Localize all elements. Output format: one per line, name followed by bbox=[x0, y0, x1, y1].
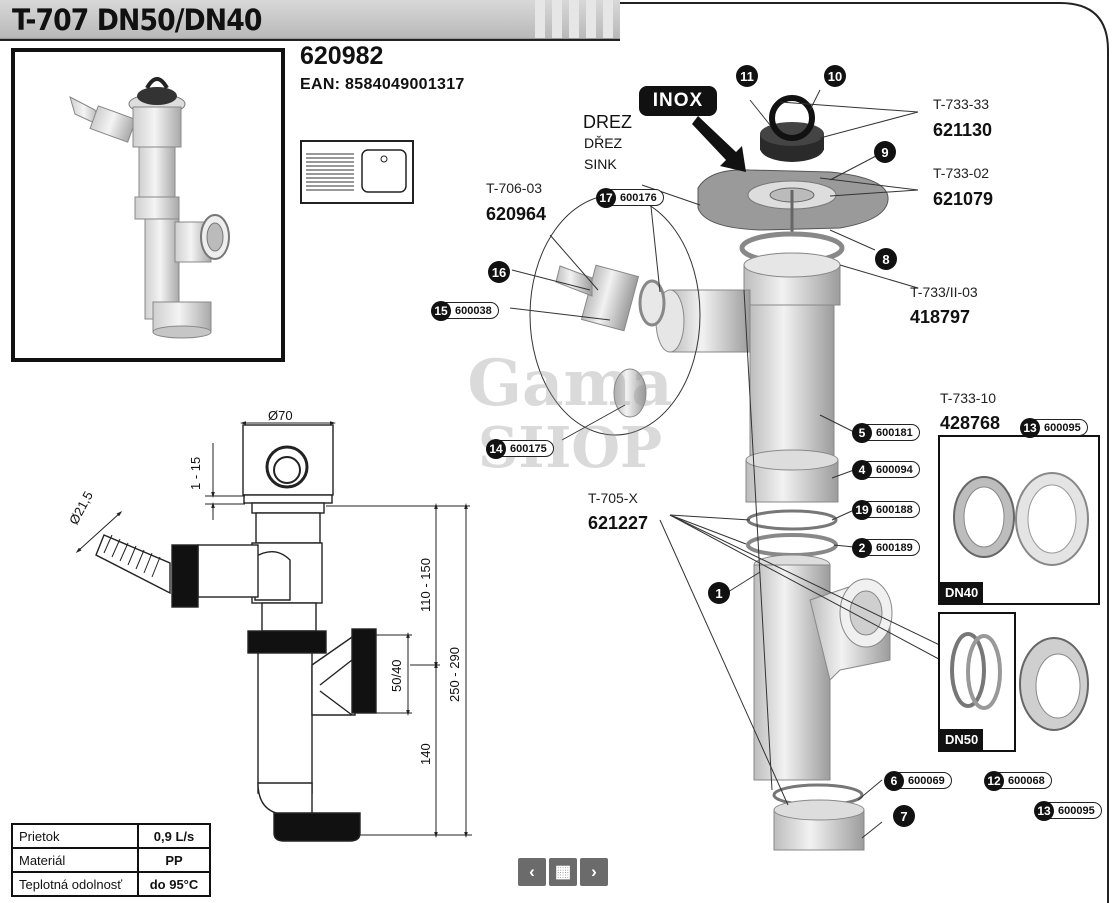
ref-620964: 620964 bbox=[486, 204, 547, 224]
product-photo bbox=[11, 48, 285, 362]
pill-number: 19 bbox=[852, 499, 872, 520]
pill-13-dn50: 13 600095 bbox=[1034, 800, 1102, 821]
dimension-drawing bbox=[75, 421, 472, 842]
spec-label: Teplotná odolnosť bbox=[11, 871, 139, 897]
sink-icon bbox=[300, 140, 414, 204]
inox-arrow-icon bbox=[692, 116, 746, 172]
pill-number: 5 bbox=[852, 422, 872, 443]
ref-t733-02: T-733-02 bbox=[933, 165, 990, 181]
dim-1-15: 1 - 15 bbox=[188, 456, 203, 490]
dn40-parts bbox=[953, 472, 1089, 566]
pill-code: 600188 bbox=[876, 503, 913, 516]
ref-418797: 418797 bbox=[910, 307, 971, 327]
ref-621227: 621227 bbox=[588, 513, 649, 533]
table-row: Teplotná odolnosť do 95°C bbox=[11, 871, 211, 897]
callout-9: 9 bbox=[874, 141, 896, 163]
header-stripe bbox=[603, 0, 613, 38]
pill-4: 4 600094 bbox=[852, 459, 920, 480]
pill-5: 5 600181 bbox=[852, 422, 920, 443]
pill-14: 14 600175 bbox=[486, 438, 554, 459]
ref-t733-ii03: T-733/II-03 bbox=[910, 284, 978, 300]
title-bar bbox=[0, 0, 620, 39]
ref-t706-03: T-706-03 bbox=[486, 180, 543, 196]
spec-label: Prietok bbox=[11, 823, 139, 849]
dn50-label: DN50 bbox=[940, 729, 984, 750]
pill-6: 6 600069 bbox=[884, 770, 952, 791]
ref-428768: 428768 bbox=[940, 413, 1001, 433]
spec-label: Materiál bbox=[11, 847, 139, 873]
pill-number: 14 bbox=[486, 438, 506, 459]
pill-12: 12 600068 bbox=[984, 770, 1052, 791]
pill-number: 17 bbox=[596, 187, 616, 208]
pill-19: 19 600188 bbox=[852, 499, 920, 520]
pill-number: 12 bbox=[984, 770, 1004, 791]
table-row: Materiál PP bbox=[11, 847, 211, 873]
siphon-photo-illustration bbox=[69, 77, 230, 339]
label-drez-cz: DŘEZ bbox=[584, 135, 623, 151]
product-ean: EAN: 8584049001317 bbox=[300, 76, 465, 93]
callout-8: 8 bbox=[875, 248, 897, 270]
dim-50-40: 50/40 bbox=[389, 659, 404, 692]
ref-621079: 621079 bbox=[933, 189, 994, 209]
dn40-label: DN40 bbox=[940, 582, 984, 603]
pill-code: 600069 bbox=[908, 774, 945, 787]
spec-value: do 95°C bbox=[137, 871, 211, 897]
prev-page-button[interactable]: ‹ bbox=[518, 858, 546, 886]
dn50-box: DN50 bbox=[938, 612, 1016, 752]
grid-view-button[interactable]: ▦ bbox=[549, 858, 577, 886]
ref-t705-x: T-705-X bbox=[588, 490, 638, 506]
pill-code: 600094 bbox=[876, 463, 913, 476]
pill-code: 600038 bbox=[455, 304, 492, 317]
callout-1: 1 bbox=[708, 582, 730, 604]
header-stripe bbox=[586, 0, 596, 38]
pill-number: 13 bbox=[1034, 800, 1054, 821]
spec-table: Prietok 0,9 L/s Materiál PP Teplotná odo… bbox=[11, 823, 211, 897]
label-drez: DREZ bbox=[583, 112, 632, 132]
pill-15: 15 600038 bbox=[431, 300, 499, 321]
pill-number: 13 bbox=[1020, 417, 1040, 438]
pill-2: 2 600189 bbox=[852, 537, 920, 558]
spec-value: 0,9 L/s bbox=[137, 823, 211, 849]
header-stripe bbox=[552, 0, 562, 38]
pill-code: 600095 bbox=[1044, 421, 1081, 434]
pill-number: 15 bbox=[431, 300, 451, 321]
header-stripe bbox=[535, 0, 545, 38]
ref-t733-33: T-733-33 bbox=[933, 96, 990, 112]
pill-13-dn40: 13 600095 bbox=[1020, 417, 1088, 438]
ref-621130: 621130 bbox=[933, 120, 993, 140]
pill-code: 600175 bbox=[510, 442, 547, 455]
header-stripe bbox=[569, 0, 579, 38]
pill-code: 600176 bbox=[620, 191, 657, 204]
callout-16: 16 bbox=[488, 261, 510, 283]
pill-number: 2 bbox=[852, 537, 872, 558]
dn50-nut bbox=[1019, 637, 1089, 731]
dim-diameter-70: Ø70 bbox=[268, 408, 293, 423]
ref-t733-10: T-733-10 bbox=[940, 390, 997, 406]
next-page-button[interactable]: › bbox=[580, 858, 608, 886]
product-code: 620982 bbox=[300, 42, 384, 70]
pill-code: 600095 bbox=[1058, 804, 1095, 817]
exploded-view-drawing bbox=[509, 89, 951, 851]
table-row: Prietok 0,9 L/s bbox=[11, 823, 211, 849]
callout-10: 10 bbox=[824, 65, 846, 87]
page-title: T-707 DN50/DN40 bbox=[12, 3, 262, 37]
pill-code: 600068 bbox=[1008, 774, 1045, 787]
spec-value: PP bbox=[137, 847, 211, 873]
callout-7: 7 bbox=[893, 805, 915, 827]
dn40-box: DN40 bbox=[938, 435, 1100, 605]
label-sink: SINK bbox=[584, 156, 617, 172]
pill-code: 600189 bbox=[876, 541, 913, 554]
dn50-rings bbox=[950, 632, 1002, 710]
callout-11: 11 bbox=[736, 65, 758, 87]
pill-17: 17 600176 bbox=[596, 187, 664, 208]
pill-number: 4 bbox=[852, 459, 872, 480]
pill-code: 600181 bbox=[876, 426, 913, 439]
inox-badge: INOX bbox=[639, 86, 717, 116]
pill-number: 6 bbox=[884, 770, 904, 791]
